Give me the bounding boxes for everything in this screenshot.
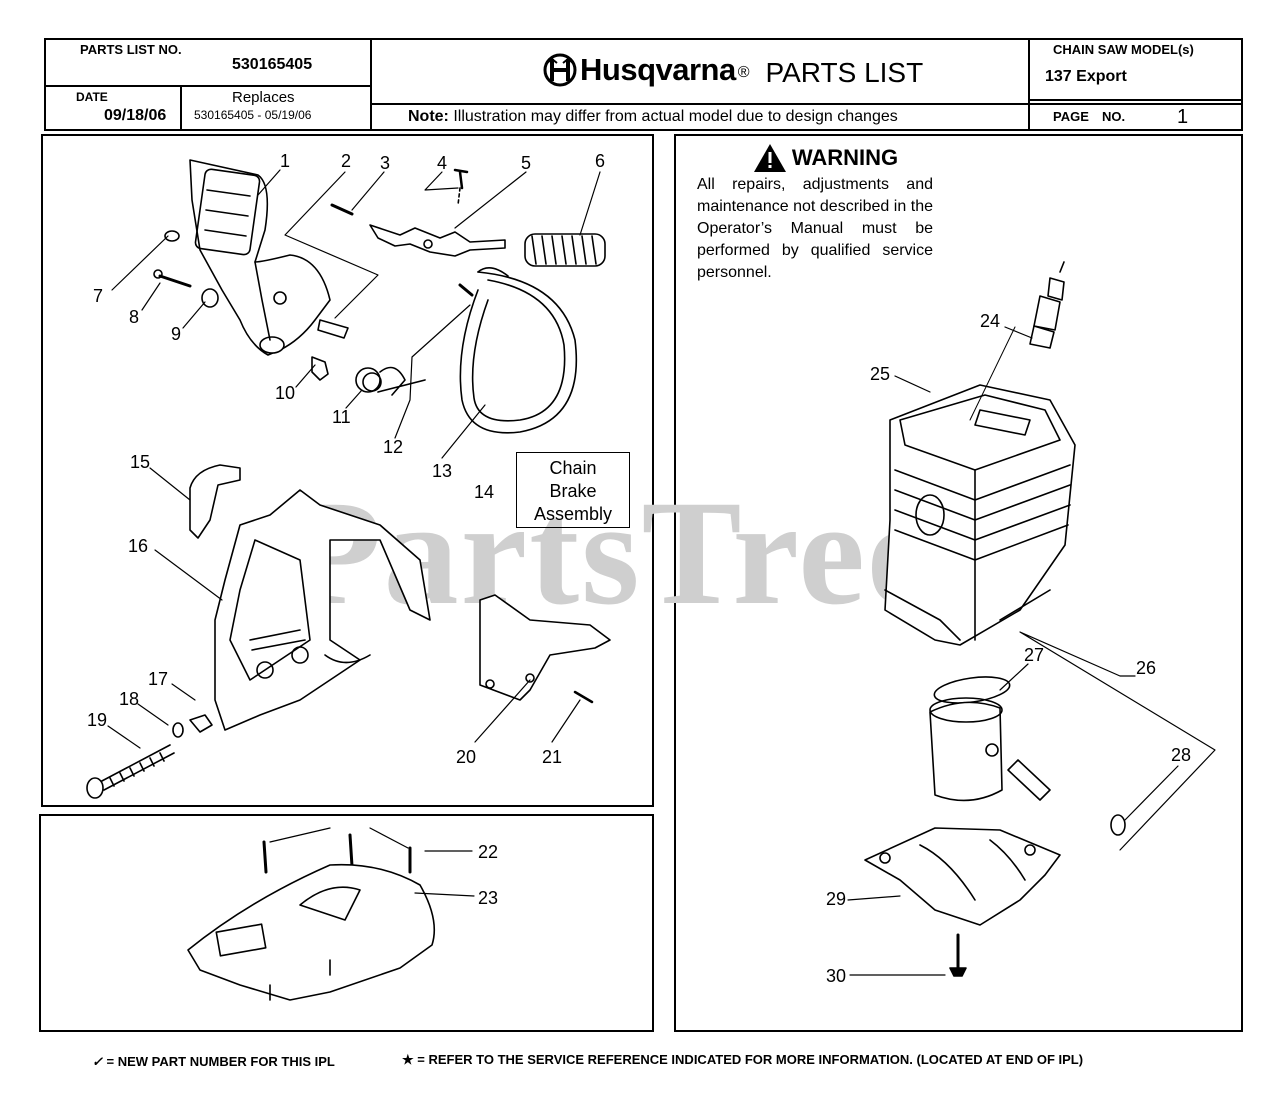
callout-30: 30	[826, 966, 847, 986]
header-divider	[180, 86, 182, 131]
warning-heading: WARNING	[717, 142, 933, 174]
header-divider	[1028, 38, 1030, 131]
callout-9: 9	[171, 324, 182, 344]
callout-4: 4	[437, 153, 448, 173]
brand-registered: ®	[737, 64, 750, 81]
callout-7: 7	[93, 286, 104, 306]
callout-19: 19	[87, 710, 108, 730]
warning-triangle-icon	[753, 144, 786, 172]
replaces-label: Replaces	[232, 89, 295, 106]
assembly-line-3: Assembly	[533, 504, 613, 524]
warning-block: WARNING All repairs, adjustments and mai…	[697, 142, 933, 284]
footer-legend-service-ref: ★ = REFER TO THE SERVICE REFERENCE INDIC…	[402, 1052, 1083, 1068]
callout-17: 17	[148, 669, 169, 689]
date-label: DATE	[76, 90, 108, 104]
callout-26: 26	[1136, 658, 1157, 678]
callout-21: 21	[542, 747, 563, 767]
callout-28: 28	[1171, 745, 1192, 765]
brand-name: Husqvarna	[580, 52, 736, 87]
parts-list-no-label: PARTS LIST NO.	[80, 42, 182, 57]
date: 09/18/06	[104, 107, 167, 124]
top-cover-drawing	[187, 863, 436, 1001]
note-text: Illustration may differ from actual mode…	[453, 108, 898, 125]
page-no-label: NO.	[1102, 109, 1126, 124]
panel-chain-brake	[41, 134, 654, 807]
spark-plug-drawing	[1029, 261, 1065, 349]
note-label: Note:	[408, 108, 449, 125]
callout-22: 22	[478, 842, 499, 862]
callout-16: 16	[128, 536, 149, 556]
brake-band-drawing	[458, 267, 578, 434]
callout-14: 14	[474, 482, 495, 502]
brake-spring-drawing	[524, 233, 606, 267]
crankcase-drawing	[864, 827, 1061, 926]
star-icon: ★	[402, 1052, 414, 1067]
callout-23: 23	[478, 888, 499, 908]
model: 137 Export	[1045, 68, 1127, 85]
header-divider	[370, 38, 372, 131]
new-part-check-icon: ✓	[92, 1054, 103, 1069]
assembly-line-1: Chain	[549, 458, 597, 478]
callout-2: 2	[341, 151, 352, 171]
callout-25: 25	[870, 364, 891, 384]
piston-drawing	[929, 697, 1003, 802]
callout-20: 20	[456, 747, 477, 767]
chain-brake-assembly-box: Chain Brake Assembly	[516, 452, 630, 528]
warning-text: All repairs, adjustments and maintenance…	[697, 176, 933, 281]
replaces: 530165405 - 05/19/06	[194, 108, 312, 122]
callout-5: 5	[521, 153, 532, 173]
footer-legend-new-part: ✓ = NEW PART NUMBER FOR THIS IPL	[92, 1054, 335, 1070]
callout-12: 12	[383, 437, 404, 457]
callout-6: 6	[595, 151, 606, 171]
assembly-line-2: Brake	[549, 481, 597, 501]
callout-8: 8	[129, 307, 140, 327]
footer-left-text: = NEW PART NUMBER FOR THIS IPL	[106, 1054, 335, 1069]
front-hand-guard-drawing	[189, 159, 331, 356]
callout-11: 11	[332, 407, 351, 427]
callout-10: 10	[275, 383, 296, 403]
callout-3: 3	[380, 153, 391, 173]
header-divider	[44, 85, 370, 87]
torsion-spring-drawing	[355, 366, 426, 396]
chain-brake-housing-drawing	[214, 489, 431, 731]
page-title: PARTS LIST	[765, 57, 924, 88]
leader-lines	[107, 169, 1216, 976]
header-divider	[370, 103, 1243, 105]
cylinder-drawing	[884, 384, 1076, 646]
callout-24: 24	[980, 311, 1001, 331]
husqvarna-crown-icon	[543, 53, 577, 87]
page-no: 1	[1177, 106, 1189, 128]
panel-cylinder	[674, 134, 1243, 1032]
header-table	[44, 38, 1243, 131]
screw-19-drawing	[86, 744, 175, 799]
parts-list-no: 530165405	[232, 56, 313, 73]
footer-right-text: = REFER TO THE SERVICE REFERENCE INDICAT…	[417, 1052, 1084, 1067]
brand-logo: Husqvarna ® PARTS LIST	[543, 52, 923, 88]
model-label: CHAIN SAW MODEL(s)	[1053, 42, 1194, 57]
note: Note: Illustration may differ from actua…	[408, 108, 898, 126]
warning-title: WARNING	[791, 145, 899, 170]
panel-top-cover	[39, 814, 654, 1032]
callout-18: 18	[119, 689, 140, 709]
callout-27: 27	[1024, 645, 1045, 665]
callout-1: 1	[280, 151, 291, 171]
callout-29: 29	[826, 889, 847, 909]
page-label: PAGE	[1053, 109, 1089, 124]
header-divider	[1028, 99, 1243, 101]
callout-15: 15	[130, 452, 151, 472]
callout-13: 13	[432, 461, 453, 481]
